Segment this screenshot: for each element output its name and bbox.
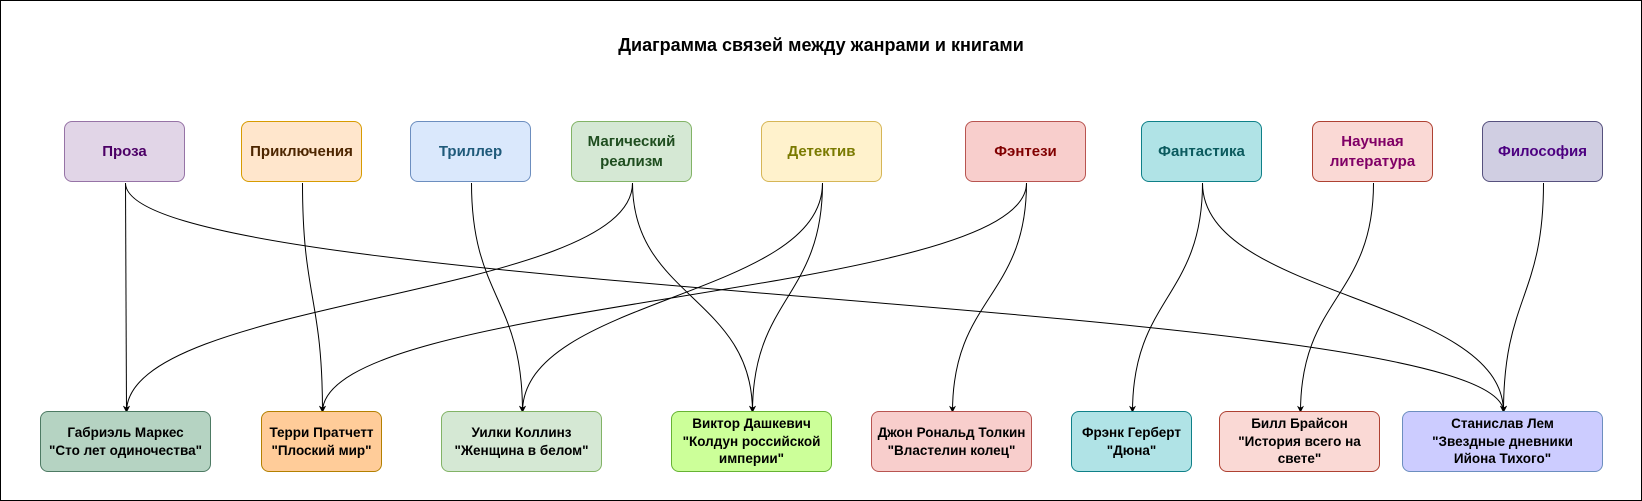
genre-node-magic-realism[interactable]: Магический реализм: [571, 121, 692, 182]
edge-scifi-to-lem: [1202, 182, 1507, 413]
edge-thriller-to-collins: [471, 182, 526, 413]
edge-magic-to-dashkevich: [632, 182, 756, 413]
genre-node-thriller[interactable]: Триллер: [410, 121, 531, 182]
diagram-title: Диаграмма связей между жанрами и книгами: [618, 35, 1024, 55]
edge-detective-to-dashkevich: [749, 182, 823, 413]
book-node-collins[interactable]: Уилки Коллинз "Женщина в белом": [441, 411, 602, 472]
book-node-bryson[interactable]: Билл Брайсон "История всего на свете": [1219, 411, 1380, 472]
genre-node-fantasy[interactable]: Фэнтези: [965, 121, 1086, 182]
genre-node-nonfiction[interactable]: Научная литература: [1312, 121, 1433, 182]
edge-philosophy-to-lem: [1500, 182, 1544, 413]
edge-scifi-to-herbert: [1129, 182, 1203, 413]
book-node-pratchett[interactable]: Терри Пратчетт "Плоский мир": [261, 411, 382, 472]
genre-node-adventure[interactable]: Приключения: [241, 121, 362, 182]
genre-node-philosophy[interactable]: Философия: [1482, 121, 1603, 182]
book-node-tolkien[interactable]: Джон Рональд Толкин "Властелин колец": [871, 411, 1032, 472]
book-node-markes[interactable]: Габриэль Маркес "Сто лет одиночества": [40, 411, 211, 472]
book-node-dashkevich[interactable]: Виктор Дашкевич "Колдун российской импер…: [671, 411, 832, 472]
edge-magic-to-markes: [123, 182, 633, 413]
genre-node-proza[interactable]: Проза: [64, 121, 185, 182]
genre-node-sci-fi[interactable]: Фантастика: [1141, 121, 1262, 182]
edge-nonfiction-to-bryson: [1297, 182, 1374, 413]
edge-proza-to-lem: [125, 182, 1507, 413]
genre-node-detective[interactable]: Детектив: [761, 121, 882, 182]
book-node-lem[interactable]: Станислав Лем "Звездные дневники Ийона Т…: [1402, 411, 1603, 472]
edge-fantasy-to-tolkien: [949, 182, 1027, 413]
edge-fantasy-to-pratchett: [319, 182, 1027, 413]
book-node-herbert[interactable]: Фрэнк Герберт "Дюна": [1071, 411, 1192, 472]
edge-priklyuch-to-pratchett: [302, 182, 326, 413]
edge-proza-to-markes: [122, 182, 130, 413]
